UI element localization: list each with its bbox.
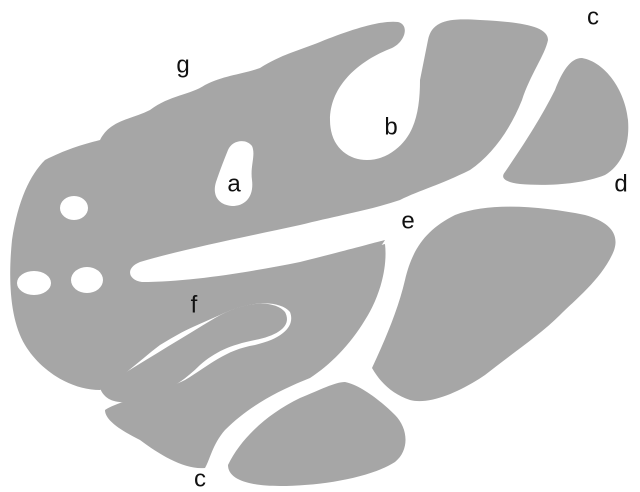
right-lower-lobe	[372, 207, 616, 401]
label-c-top: c	[587, 3, 599, 30]
label-a: a	[227, 170, 241, 197]
hole-small-right	[71, 267, 103, 293]
label-e: e	[401, 207, 414, 234]
hole-small-left	[17, 271, 51, 295]
label-g: g	[176, 51, 189, 78]
hole-small-upper	[60, 196, 88, 220]
label-c-bottom: c	[194, 465, 206, 492]
label-b: b	[384, 113, 397, 140]
label-f: f	[191, 291, 198, 318]
label-d: d	[614, 170, 627, 197]
